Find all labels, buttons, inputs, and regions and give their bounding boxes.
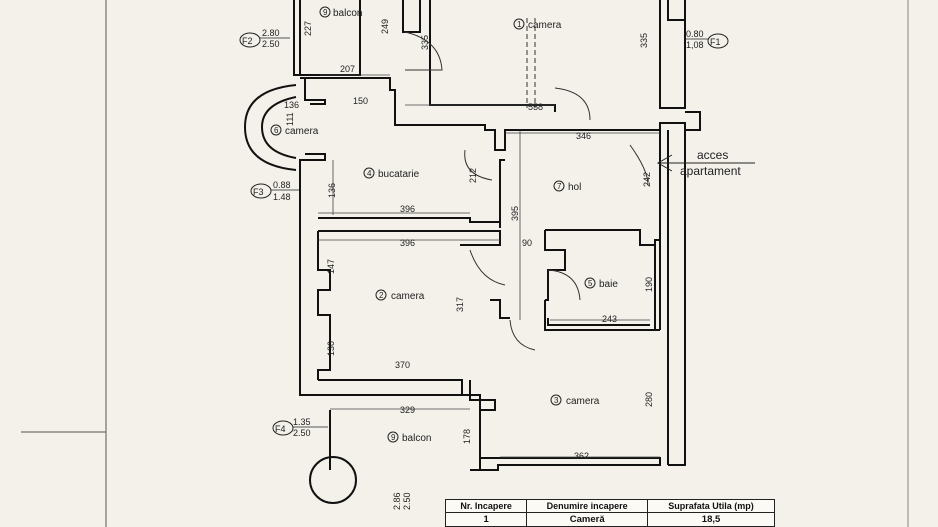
dimension-label: 396 xyxy=(400,204,415,214)
dimension-lines xyxy=(318,74,660,458)
room-num-4: 4 xyxy=(367,169,372,178)
table-cell: 18,5 xyxy=(647,512,775,527)
dimension-label: 207 xyxy=(340,64,355,74)
window-dimension: 0.88 xyxy=(273,180,291,190)
window-id-F2: F2 xyxy=(242,36,253,46)
room-name-6: camera xyxy=(285,126,319,137)
dimension-label: 212 xyxy=(468,168,478,183)
dimension-label: 136 xyxy=(284,100,299,110)
room-name-8: balcon xyxy=(333,8,362,19)
doors xyxy=(404,31,649,351)
room-num-9: 9 xyxy=(391,433,396,442)
dimension-label: 190 xyxy=(644,277,654,292)
room-name-3: camera xyxy=(566,396,600,407)
dimension-label: 178 xyxy=(462,429,472,444)
walls xyxy=(243,0,701,471)
room-name-7: hol xyxy=(568,182,581,193)
dimension-label: 329 xyxy=(400,405,415,415)
dimension-label: 111 xyxy=(285,112,295,126)
table-row: 1 Cameră 18,5 xyxy=(444,512,775,527)
window-id-F4: F4 xyxy=(275,424,286,434)
window-dimension: 1.35 xyxy=(293,417,311,427)
entrance-label-1: acces xyxy=(697,148,728,162)
room-name-9: balcon xyxy=(402,433,431,444)
dimension-label: 2.86 xyxy=(392,492,402,510)
room-name-1: camera xyxy=(528,20,562,31)
dimension-label: 558 xyxy=(528,102,543,112)
window-markers: F2 2.80 2.50 F1 0.80 1,08 F3 0.88 1.48 F… xyxy=(239,28,729,438)
room-num-8: 9 xyxy=(323,8,328,17)
table-cell: 1 xyxy=(444,512,528,527)
window-id-F3: F3 xyxy=(253,187,264,197)
table-header: Suprafata Utila (mp) xyxy=(647,499,775,513)
table-cell: Cameră xyxy=(526,512,649,527)
room-num-5: 5 xyxy=(588,279,593,288)
window-id-F1: F1 xyxy=(710,37,721,47)
dimension-label: 317 xyxy=(455,297,465,312)
table-header: Nr. Incapere xyxy=(444,499,528,513)
room-num-1: 1 xyxy=(517,20,522,29)
dimension-label: 243 xyxy=(602,314,617,324)
dimension-label: 130 xyxy=(326,341,336,356)
dimension-label: 370 xyxy=(395,360,410,370)
table-header: Denumire incapere xyxy=(526,499,649,513)
room-area-table: Nr. Incapere Denumire incapere Suprafata… xyxy=(444,499,775,527)
window-dimension: 0.80 xyxy=(686,29,704,39)
room-num-3: 3 xyxy=(554,396,559,405)
room-name-5: baie xyxy=(599,279,618,290)
dimension-label: 335 xyxy=(639,33,649,48)
entrance-label-2: apartament xyxy=(680,164,741,178)
dimension-label: 150 xyxy=(353,96,368,106)
room-num-2: 2 xyxy=(379,291,384,300)
table-header-row: Nr. Incapere Denumire incapere Suprafata… xyxy=(444,499,775,513)
dimension-label: 362 xyxy=(574,451,589,461)
window-dimension: 1,08 xyxy=(686,40,704,50)
room-num-6: 6 xyxy=(274,126,279,135)
dimension-label: 136 xyxy=(327,183,337,198)
window-dimension: 2.50 xyxy=(262,39,280,49)
window-dimension: 1.48 xyxy=(273,192,291,202)
room-name-2: camera xyxy=(391,291,425,302)
dimension-label: 335 xyxy=(420,35,430,50)
room-num-7: 7 xyxy=(557,182,562,191)
room-name-4: bucatarie xyxy=(378,169,420,180)
dimension-labels: 227 249 335 335 207 150 136 111 558 346 … xyxy=(284,19,654,510)
window-dimension: 2.50 xyxy=(293,428,311,438)
dimension-label: 90 xyxy=(522,238,532,248)
dimension-label: 249 xyxy=(380,19,390,34)
dimension-label: 280 xyxy=(644,392,654,407)
column-circle xyxy=(309,456,357,504)
dimension-label: 227 xyxy=(303,21,313,36)
dimension-label: 396 xyxy=(400,238,415,248)
room-labels: 9 balcon 1 camera 6 camera 4 bucatarie 7… xyxy=(270,6,618,444)
dimension-label: 346 xyxy=(576,131,591,141)
entrance-arrow-icon xyxy=(656,154,755,172)
dimension-label: 147 xyxy=(326,259,336,274)
dimension-label: 2.50 xyxy=(402,492,412,510)
dimension-label: 242 xyxy=(642,172,652,187)
window-dimension: 2.80 xyxy=(262,28,280,38)
dimension-label: 395 xyxy=(510,206,520,221)
